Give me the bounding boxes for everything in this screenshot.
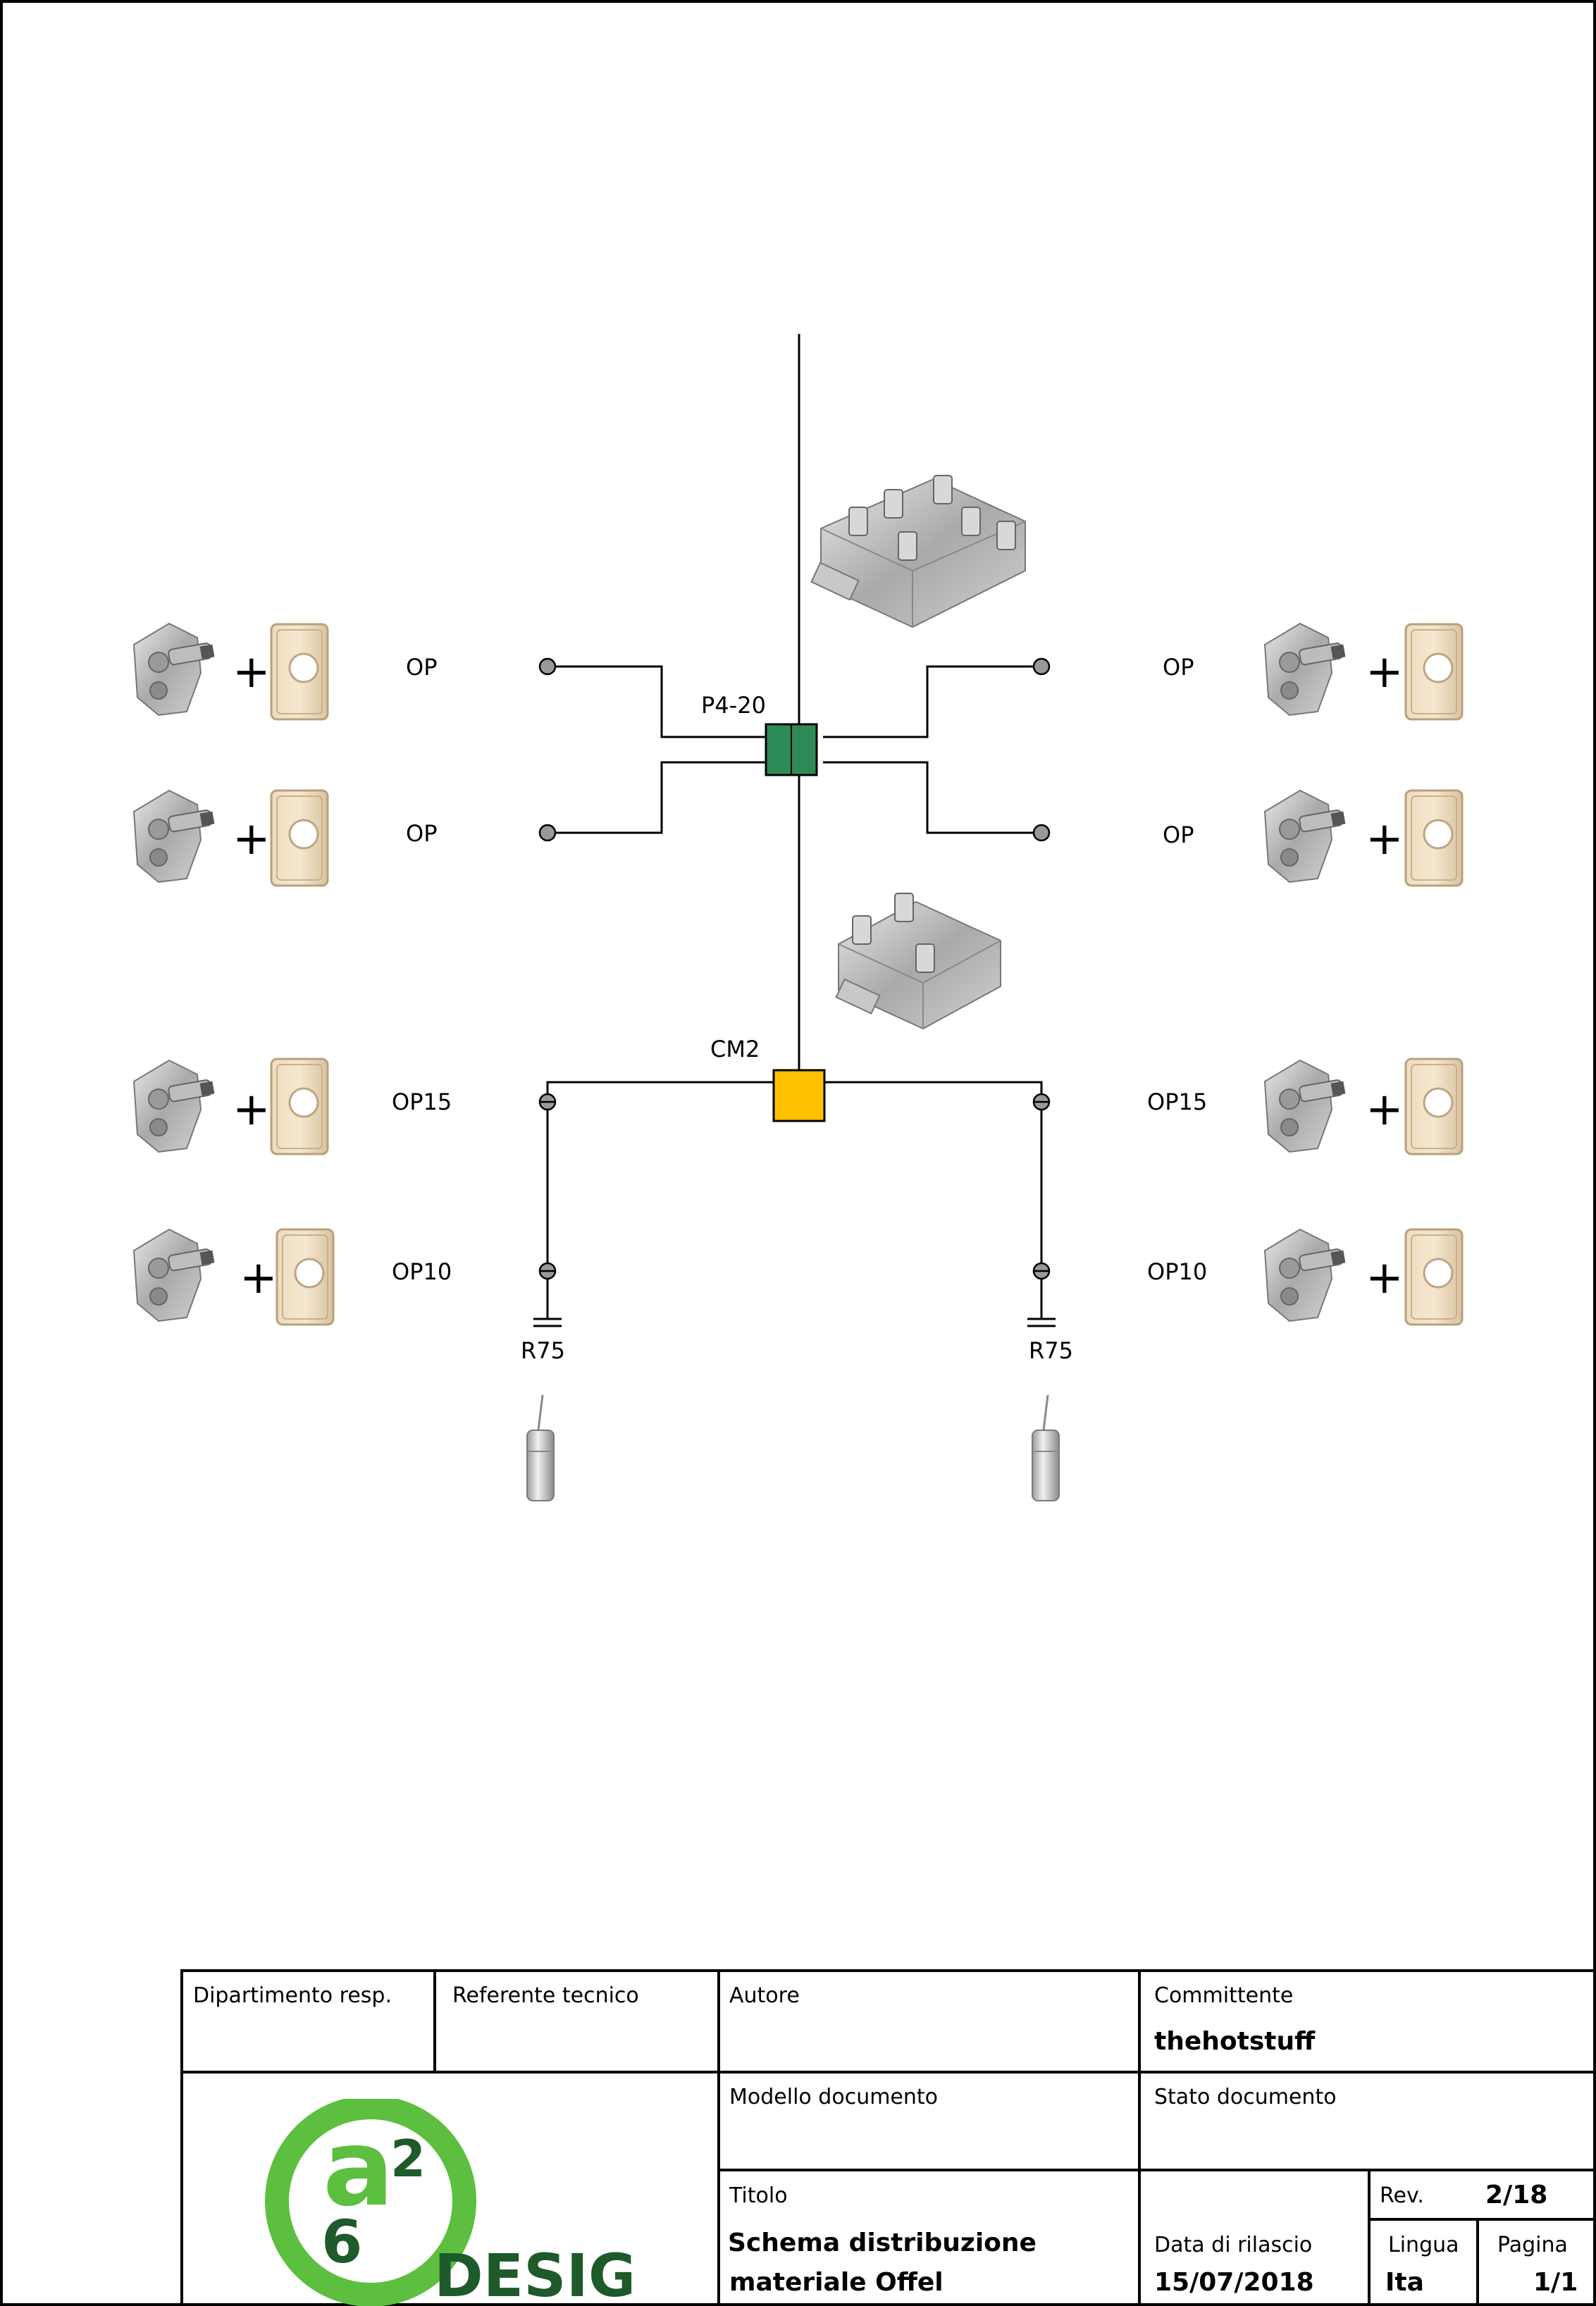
p4-20-label: P4-20 [701, 692, 766, 719]
wiring [546, 334, 1043, 1319]
wire-cm2-left [546, 1081, 775, 1275]
stato-label: Stato documento [1154, 2085, 1337, 2109]
title-block: Dipartimento resp. Referente tecnico Aut… [182, 1971, 1596, 2306]
left-outlet-label-1: OP [406, 654, 437, 681]
left-assembly-2 [133, 789, 329, 887]
left-assembly-1 [133, 623, 329, 721]
terminator-label-right: R75 [1029, 1337, 1073, 1364]
lingua-value: Ita [1385, 2268, 1424, 2297]
plus-sign: + [233, 813, 271, 865]
termination-symbols [533, 1318, 1056, 1327]
pagina-label: Pagina [1497, 2233, 1568, 2257]
rev-value: 2/18 [1485, 2181, 1548, 2209]
p4-20-splitter-image [810, 475, 1026, 628]
plus-sign: + [233, 646, 271, 698]
right-outlet-label-1: OP [1163, 654, 1194, 681]
wire-right-top [823, 665, 1041, 738]
modello-label: Modello documento [729, 2085, 939, 2109]
titolo-label: Titolo [729, 2183, 788, 2208]
left-assembly-4 [133, 1228, 335, 1326]
right-assembly-4 [1264, 1228, 1464, 1326]
plus-sign: + [1366, 1252, 1404, 1304]
left-outlet-label-2: OP [406, 820, 437, 847]
logo-letter-a: a [323, 2107, 394, 2230]
terminator-image-left [526, 1394, 555, 1502]
plus-sign: + [1366, 646, 1404, 698]
right-outlet-label-2: OP [1163, 822, 1194, 848]
cm2-splitter-image [835, 893, 1001, 1030]
cm2-label: CM2 [710, 1036, 760, 1062]
terminator-label-left: R75 [521, 1337, 565, 1364]
wire-left-bottom [548, 761, 775, 834]
logo-sup-2: 2 [390, 2129, 426, 2188]
wire-left-top [548, 665, 775, 738]
titolo-line-2: materiale Offel [729, 2268, 944, 2297]
right-outlet-label-4: OP10 [1147, 1258, 1207, 1285]
right-assembly-2 [1264, 789, 1464, 887]
committente-label: Committente [1154, 1983, 1294, 2008]
right-assembly-1 [1264, 623, 1464, 721]
left-outlet-label-4: OP10 [392, 1258, 452, 1285]
dot-crosslines [540, 1101, 1049, 1272]
logo-digit-6: 6 [321, 2207, 362, 2276]
plus-sign: + [233, 1084, 271, 1136]
left-outlet-label-3: OP15 [392, 1089, 452, 1115]
p4-20-splitter-block[interactable] [765, 723, 818, 776]
right-outlet-label-3: OP15 [1147, 1089, 1207, 1115]
logo-word-design: DESIGN [434, 2241, 631, 2306]
plus-sign: + [1366, 1084, 1404, 1136]
dipartimento-label: Dipartimento resp. [193, 1983, 392, 2008]
data-rilascio-value: 15/07/2018 [1154, 2268, 1314, 2297]
committente-value: thehotstuff [1154, 2027, 1316, 2056]
cm2-splitter-block[interactable] [772, 1069, 826, 1122]
right-assembly-3 [1264, 1058, 1464, 1155]
plus-sign: + [240, 1252, 278, 1304]
lingua-label: Lingua [1388, 2233, 1459, 2257]
autore-label: Autore [729, 1983, 800, 2008]
wire-cm2-right [823, 1081, 1043, 1275]
terminator-image-right [1031, 1394, 1060, 1502]
pagina-value: 1/1 [1533, 2268, 1578, 2297]
rev-label: Rev. [1380, 2183, 1424, 2208]
left-assembly-3 [133, 1058, 329, 1155]
plus-sign: + [1366, 813, 1404, 865]
wire-right-bottom [823, 761, 1041, 834]
referente-label: Referente tecnico [452, 1983, 639, 2008]
titolo-line-1: Schema distribuzione [728, 2228, 1037, 2257]
a26-design-logo: a 2 6 DESIGN [265, 2099, 631, 2306]
title-block-grid [180, 1969, 1596, 2306]
data-rilascio-label: Data di rilascio [1154, 2233, 1313, 2257]
